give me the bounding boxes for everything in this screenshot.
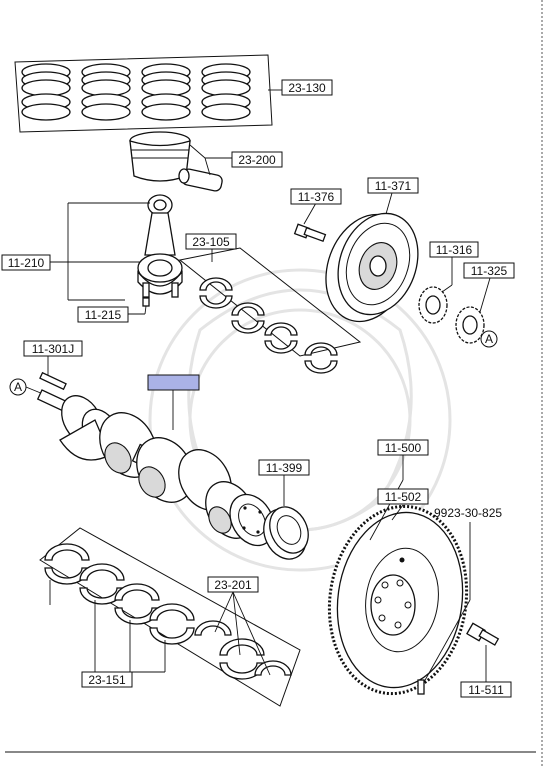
callout-11-500[interactable]: 11-500	[377, 439, 429, 456]
callout-11-502-text: 11-502	[385, 490, 422, 504]
callout-23-151-text: 23-151	[88, 673, 126, 687]
callout-11-316-text: 11-316	[436, 243, 473, 257]
rear-oil-seal	[263, 475, 309, 560]
callout-11-376-text: 11-376	[298, 190, 335, 204]
callout-23-201-text: 23-201	[214, 578, 252, 592]
callout-23-105-text: 23-105	[192, 235, 230, 249]
reference-marker-a-right-text: A	[485, 332, 493, 346]
callout-11-399-text: 11-399	[266, 461, 303, 475]
callout-23-130[interactable]: 23-130	[281, 79, 333, 96]
reference-marker-a-left: A	[9, 378, 49, 397]
callout-9923-30-825-text: 9923-30-825	[434, 506, 502, 520]
timing-sprocket-316	[418, 257, 453, 324]
callout-11-210[interactable]: 11-210	[1, 254, 68, 271]
callout-11-301j[interactable]: 11-301J	[23, 340, 83, 375]
callout-11-500-text: 11-500	[385, 441, 422, 455]
reference-marker-a-right: A	[480, 330, 498, 348]
callout-23-151[interactable]: 23-151	[81, 671, 133, 688]
callout-11-371-text: 11-371	[375, 179, 412, 193]
callout-11-210-text: 11-210	[8, 256, 45, 270]
main-bearing-set	[39, 527, 301, 707]
reference-marker-a-left-text: A	[14, 380, 22, 394]
callout-11-502[interactable]: 11-502	[377, 488, 429, 505]
callout-11-371[interactable]: 11-371	[367, 177, 419, 194]
callout-23-105[interactable]: 23-105	[185, 233, 237, 250]
callout-11-215-text: 11-215	[85, 308, 122, 322]
piston-ring-set	[14, 54, 282, 133]
flywheel	[327, 453, 469, 696]
pulley-bolt	[293, 202, 327, 243]
callout-11-376[interactable]: 11-376	[290, 188, 342, 205]
conrod-bearing-set	[178, 247, 362, 374]
callout-11-511[interactable]: 11-511	[460, 681, 512, 698]
callout-23-200[interactable]: 23-200	[231, 151, 283, 168]
callout-11-301j-text: 11-301J	[32, 342, 74, 356]
crankshaft-callout-highlight[interactable]	[147, 374, 200, 430]
callout-23-201[interactable]: 23-201	[207, 576, 259, 593]
callout-11-325[interactable]: 11-325	[463, 262, 515, 279]
callout-9923-30-825: 9923-30-825	[423, 506, 502, 683]
piston-and-pin	[129, 131, 232, 192]
callout-11-325-text: 11-325	[471, 264, 508, 278]
connecting-rod	[67, 194, 183, 307]
callout-23-200-text: 23-200	[238, 153, 276, 167]
flywheel-bolt	[466, 622, 500, 682]
callout-11-399[interactable]: 11-399	[258, 459, 310, 476]
crankshaft	[36, 389, 275, 547]
woodruff-key	[39, 371, 67, 391]
callout-11-215[interactable]: 11-215	[77, 305, 147, 323]
callout-23-130-text: 23-130	[288, 81, 326, 95]
callout-11-511-text: 11-511	[468, 683, 504, 697]
timing-sprocket-325	[455, 277, 491, 344]
highlight-box	[147, 374, 200, 391]
crankshaft-pulley	[325, 192, 419, 323]
callout-11-316[interactable]: 11-316	[429, 241, 479, 258]
